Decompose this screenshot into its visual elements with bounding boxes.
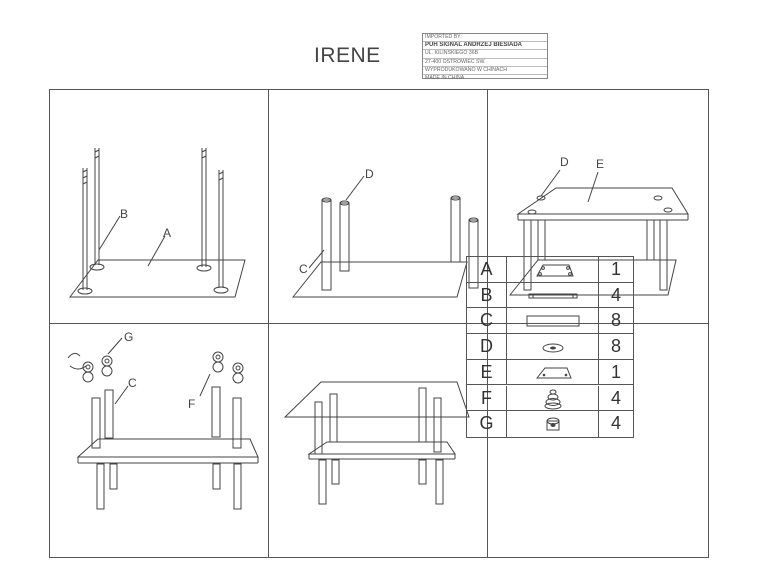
label-b: B [120,207,128,221]
importer-label: IMPORTED BY: PUH SIGNAL ANDRZEJ BIESIADA… [422,33,548,81]
part-quantity: 1 [610,259,621,279]
page-title: IRENE [314,44,381,67]
instruction-sheet [0,22,748,584]
step-1-panel: B A [50,90,269,324]
threaded-rod-icon [507,282,599,308]
part-quantity: 1 [610,361,621,382]
importer-line: UL. KILINSKIEGO 36B [423,50,547,59]
tube-icon [507,308,599,334]
step-1-illustration: B A [68,148,246,298]
label-a: A [163,226,171,240]
label-c: C [128,376,137,390]
washer-icon [507,334,599,359]
part-letter: A [467,257,507,282]
assembly-steps-grid: B A D C [49,89,709,558]
step-5-illustration [283,381,470,505]
importer-line: WYPRODUKOWANO W CHINACH [423,67,547,75]
glass-shelf-icon [507,257,599,282]
glass-top-icon [507,359,599,385]
importer-line: PUH SIGNAL ANDRZEJ BIESIADA [423,42,547,51]
part-quantity: 4 [610,284,621,305]
step-2-panel: D C [269,90,488,324]
importer-line: 27-400 OSTROWIEC SW. [423,59,547,67]
part-letter: D [467,334,507,359]
part-letter: C [467,308,507,334]
label-g: G [124,330,133,344]
label-c: C [299,262,308,276]
foot-cap-icon [507,385,599,411]
part-letter: B [467,282,507,308]
nut-icon [507,411,599,437]
label-e: E [596,157,604,171]
label-d: D [560,155,569,169]
part-letter: G [467,411,507,437]
part-letter: F [467,385,507,411]
part-quantity: 8 [610,336,621,357]
step-4-panel: G C F [50,324,269,557]
step-5-panel [269,324,488,557]
step-4-illustration: G C F [67,330,259,510]
label-d: D [365,167,374,181]
part-quantity: 4 [610,387,621,408]
part-letter: E [467,359,507,385]
part-quantity: 4 [610,413,621,434]
step-3-illustration: D E [508,155,689,296]
part-quantity: 8 [610,310,621,331]
label-f: F [188,397,195,411]
importer-line: IMPORTED BY: [423,34,547,43]
importer-line: MADE IN CHINA [425,74,465,81]
step-2-illustration: D C [291,167,479,298]
